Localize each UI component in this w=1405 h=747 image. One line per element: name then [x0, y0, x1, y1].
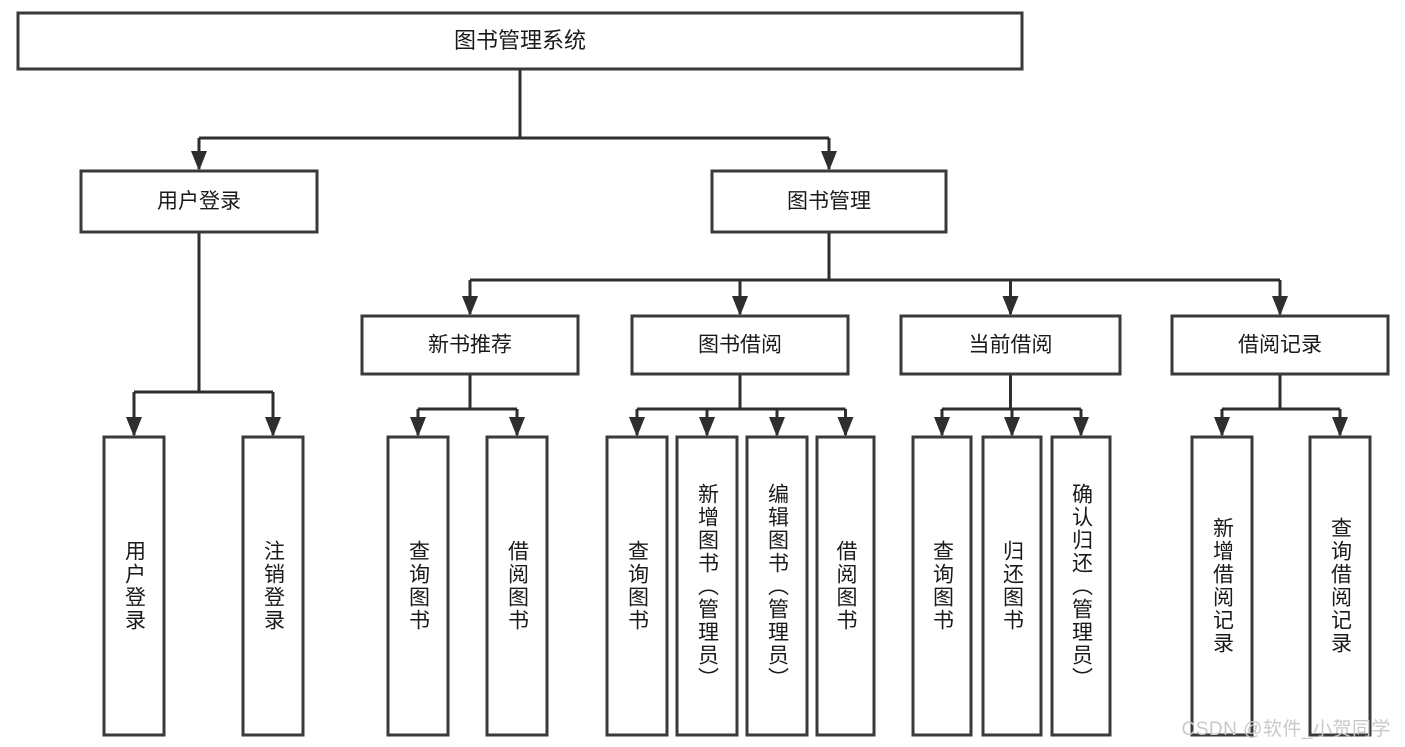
node-borrow-record-label: 借阅记录 — [1238, 334, 1322, 357]
arrow-to-leaf-query-record — [1332, 417, 1348, 437]
node-book-manage[interactable] — [710, 169, 948, 234]
arrow-to-book-borrow — [732, 296, 748, 316]
arrow-to-leaf-user-login — [126, 417, 142, 437]
arrow-to-new-book-recommend — [462, 296, 478, 316]
node-user-login-label: 用户登录 — [157, 190, 241, 213]
arrow-to-borrow-record — [1272, 296, 1288, 316]
arrow-to-current-borrow — [1002, 296, 1019, 316]
arrow-to-leaf-query-book-3 — [934, 417, 950, 437]
node-borrow-record[interactable] — [1170, 314, 1390, 376]
leaf-box-leaf-query-book-2[interactable] — [605, 435, 669, 737]
leaf-box-leaf-confirm-return[interactable] — [1050, 435, 1112, 737]
leaf-box-leaf-query-book-1[interactable] — [386, 435, 450, 737]
node-user-login[interactable] — [79, 169, 319, 234]
node-root-label: 图书管理系统 — [454, 28, 586, 53]
arrow-to-leaf-borrow-book-1 — [509, 417, 525, 437]
leaf-box-leaf-query-book-3[interactable] — [911, 435, 973, 737]
arrow-to-leaf-borrow-book-2 — [837, 417, 854, 437]
node-new-book-recommend[interactable] — [360, 314, 580, 376]
connector-layer — [126, 69, 1348, 437]
node-current-borrow[interactable] — [899, 314, 1122, 376]
node-book-borrow[interactable] — [630, 314, 850, 376]
leaf-box-leaf-add-book[interactable] — [675, 435, 739, 737]
leaf-box-leaf-edit-book[interactable] — [745, 435, 809, 737]
arrow-to-leaf-logout — [265, 417, 281, 437]
leaf-box-leaf-add-record[interactable] — [1190, 435, 1254, 737]
node-new-book-recommend-label: 新书推荐 — [428, 334, 512, 357]
node-box-layer — [16, 11, 1390, 737]
arrow-to-leaf-edit-book — [769, 417, 785, 437]
leaf-box-leaf-logout[interactable] — [241, 435, 305, 737]
arrow-to-leaf-return-book — [1004, 417, 1020, 437]
leaf-box-leaf-borrow-book-1[interactable] — [485, 435, 549, 737]
arrow-to-leaf-query-book-2 — [629, 417, 645, 437]
leaf-box-leaf-borrow-book-2[interactable] — [815, 435, 876, 737]
arrow-to-leaf-add-record — [1214, 417, 1230, 437]
arrow-to-leaf-query-book-1 — [410, 417, 426, 437]
watermark-text: CSDN @软件_小贺同学 — [1181, 719, 1391, 740]
node-root[interactable] — [16, 11, 1024, 71]
leaf-box-leaf-query-record[interactable] — [1308, 435, 1372, 737]
arrow-to-book-manage — [821, 151, 837, 171]
arrow-to-user-login — [191, 151, 207, 171]
arrow-to-leaf-add-book — [699, 417, 715, 437]
leaf-box-leaf-user-login[interactable] — [102, 435, 166, 737]
node-book-manage-label: 图书管理 — [787, 190, 871, 213]
node-book-borrow-label: 图书借阅 — [698, 334, 782, 357]
leaf-box-leaf-return-book[interactable] — [981, 435, 1043, 737]
arrow-to-leaf-confirm-return — [1073, 417, 1089, 437]
node-current-borrow-label: 当前借阅 — [969, 334, 1053, 357]
